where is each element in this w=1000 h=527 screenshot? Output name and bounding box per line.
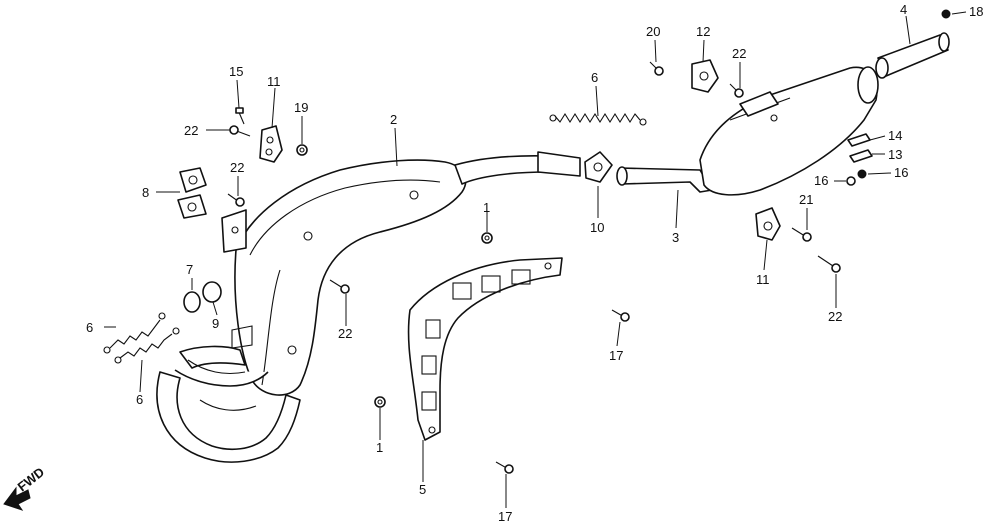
bolt-21 bbox=[791, 227, 812, 242]
callout-17-upper: 17 bbox=[609, 348, 623, 363]
callout-2: 2 bbox=[390, 112, 397, 127]
callout-15: 15 bbox=[229, 64, 243, 79]
bolt-20 bbox=[649, 61, 664, 76]
callout-11-left: 11 bbox=[267, 74, 281, 89]
collar-1-lower bbox=[374, 396, 386, 408]
callout-1-upper: 1 bbox=[483, 200, 490, 215]
bolt-17-upper bbox=[611, 309, 630, 322]
bolt-22-left-mid bbox=[227, 193, 245, 207]
tail-end-pipe bbox=[875, 32, 950, 79]
spring-left-lower bbox=[114, 327, 180, 364]
bracket-right bbox=[755, 207, 781, 241]
nut-19 bbox=[296, 144, 308, 156]
callout-20: 20 bbox=[646, 24, 660, 39]
callout-5: 5 bbox=[419, 482, 426, 497]
callout-6-left: 6 bbox=[86, 320, 93, 335]
callout-4: 4 bbox=[900, 2, 907, 17]
bolt-22-silencer bbox=[729, 83, 744, 98]
callout-6-upper: 6 bbox=[591, 70, 598, 85]
callout-3: 3 bbox=[672, 230, 679, 245]
collar-1-upper bbox=[481, 232, 493, 244]
callout-19: 19 bbox=[294, 100, 308, 115]
bolt-22-center bbox=[329, 279, 350, 294]
rubber-mount bbox=[177, 167, 207, 219]
gasket bbox=[584, 151, 613, 183]
spring-left-upper bbox=[103, 312, 166, 354]
callout-13: 13 bbox=[888, 147, 902, 162]
callout-21: 21 bbox=[799, 192, 813, 207]
o-ring-9 bbox=[202, 281, 222, 303]
bolt-22-right bbox=[817, 255, 841, 273]
bolt-22-left-top bbox=[229, 125, 251, 137]
silencer bbox=[699, 66, 879, 196]
forward-arrow-icon bbox=[3, 486, 31, 511]
callout-11-right: 11 bbox=[756, 272, 770, 287]
bolt-17-lower bbox=[495, 461, 514, 474]
forward-label: FWD bbox=[15, 464, 48, 494]
callout-22-silencer: 22 bbox=[732, 46, 746, 61]
callout-1-lower: 1 bbox=[376, 440, 383, 455]
callout-labels: 1 1 2 3 4 5 6 6 6 7 8 9 10 11 11 12 13 1… bbox=[86, 2, 983, 524]
callout-6-lower: 6 bbox=[136, 392, 143, 407]
heat-shield bbox=[407, 257, 563, 441]
callout-10: 10 bbox=[590, 220, 604, 235]
spring-upper bbox=[549, 112, 647, 126]
callout-16-left: 16 bbox=[814, 173, 828, 188]
callout-7: 7 bbox=[186, 262, 193, 277]
bracket-12 bbox=[691, 59, 719, 93]
callout-22-right: 22 bbox=[828, 309, 842, 324]
callout-22-left-top: 22 bbox=[184, 123, 198, 138]
exhaust-pipe-loop bbox=[156, 345, 301, 463]
tail-pipe bbox=[616, 166, 713, 193]
nut-16b bbox=[857, 169, 867, 179]
callout-18: 18 bbox=[969, 4, 983, 19]
callout-22-left-mid: 22 bbox=[230, 160, 244, 175]
plate-14 bbox=[847, 133, 871, 147]
callout-14: 14 bbox=[888, 128, 902, 143]
forward-direction-indicator: FWD bbox=[3, 464, 48, 511]
callout-9: 9 bbox=[212, 316, 219, 331]
callout-22-center: 22 bbox=[338, 326, 352, 341]
callout-17-lower: 17 bbox=[498, 509, 512, 524]
callout-8: 8 bbox=[142, 185, 149, 200]
callout-12: 12 bbox=[696, 24, 710, 39]
expansion-chamber bbox=[221, 151, 581, 396]
bracket-left bbox=[259, 125, 283, 163]
nut-18 bbox=[941, 9, 951, 19]
leader-lines bbox=[104, 11, 967, 508]
callout-16-right: 16 bbox=[894, 165, 908, 180]
bolt-15 bbox=[235, 107, 245, 125]
plate-13 bbox=[849, 149, 873, 163]
nut-16a bbox=[846, 176, 856, 186]
o-ring-7 bbox=[183, 291, 201, 313]
